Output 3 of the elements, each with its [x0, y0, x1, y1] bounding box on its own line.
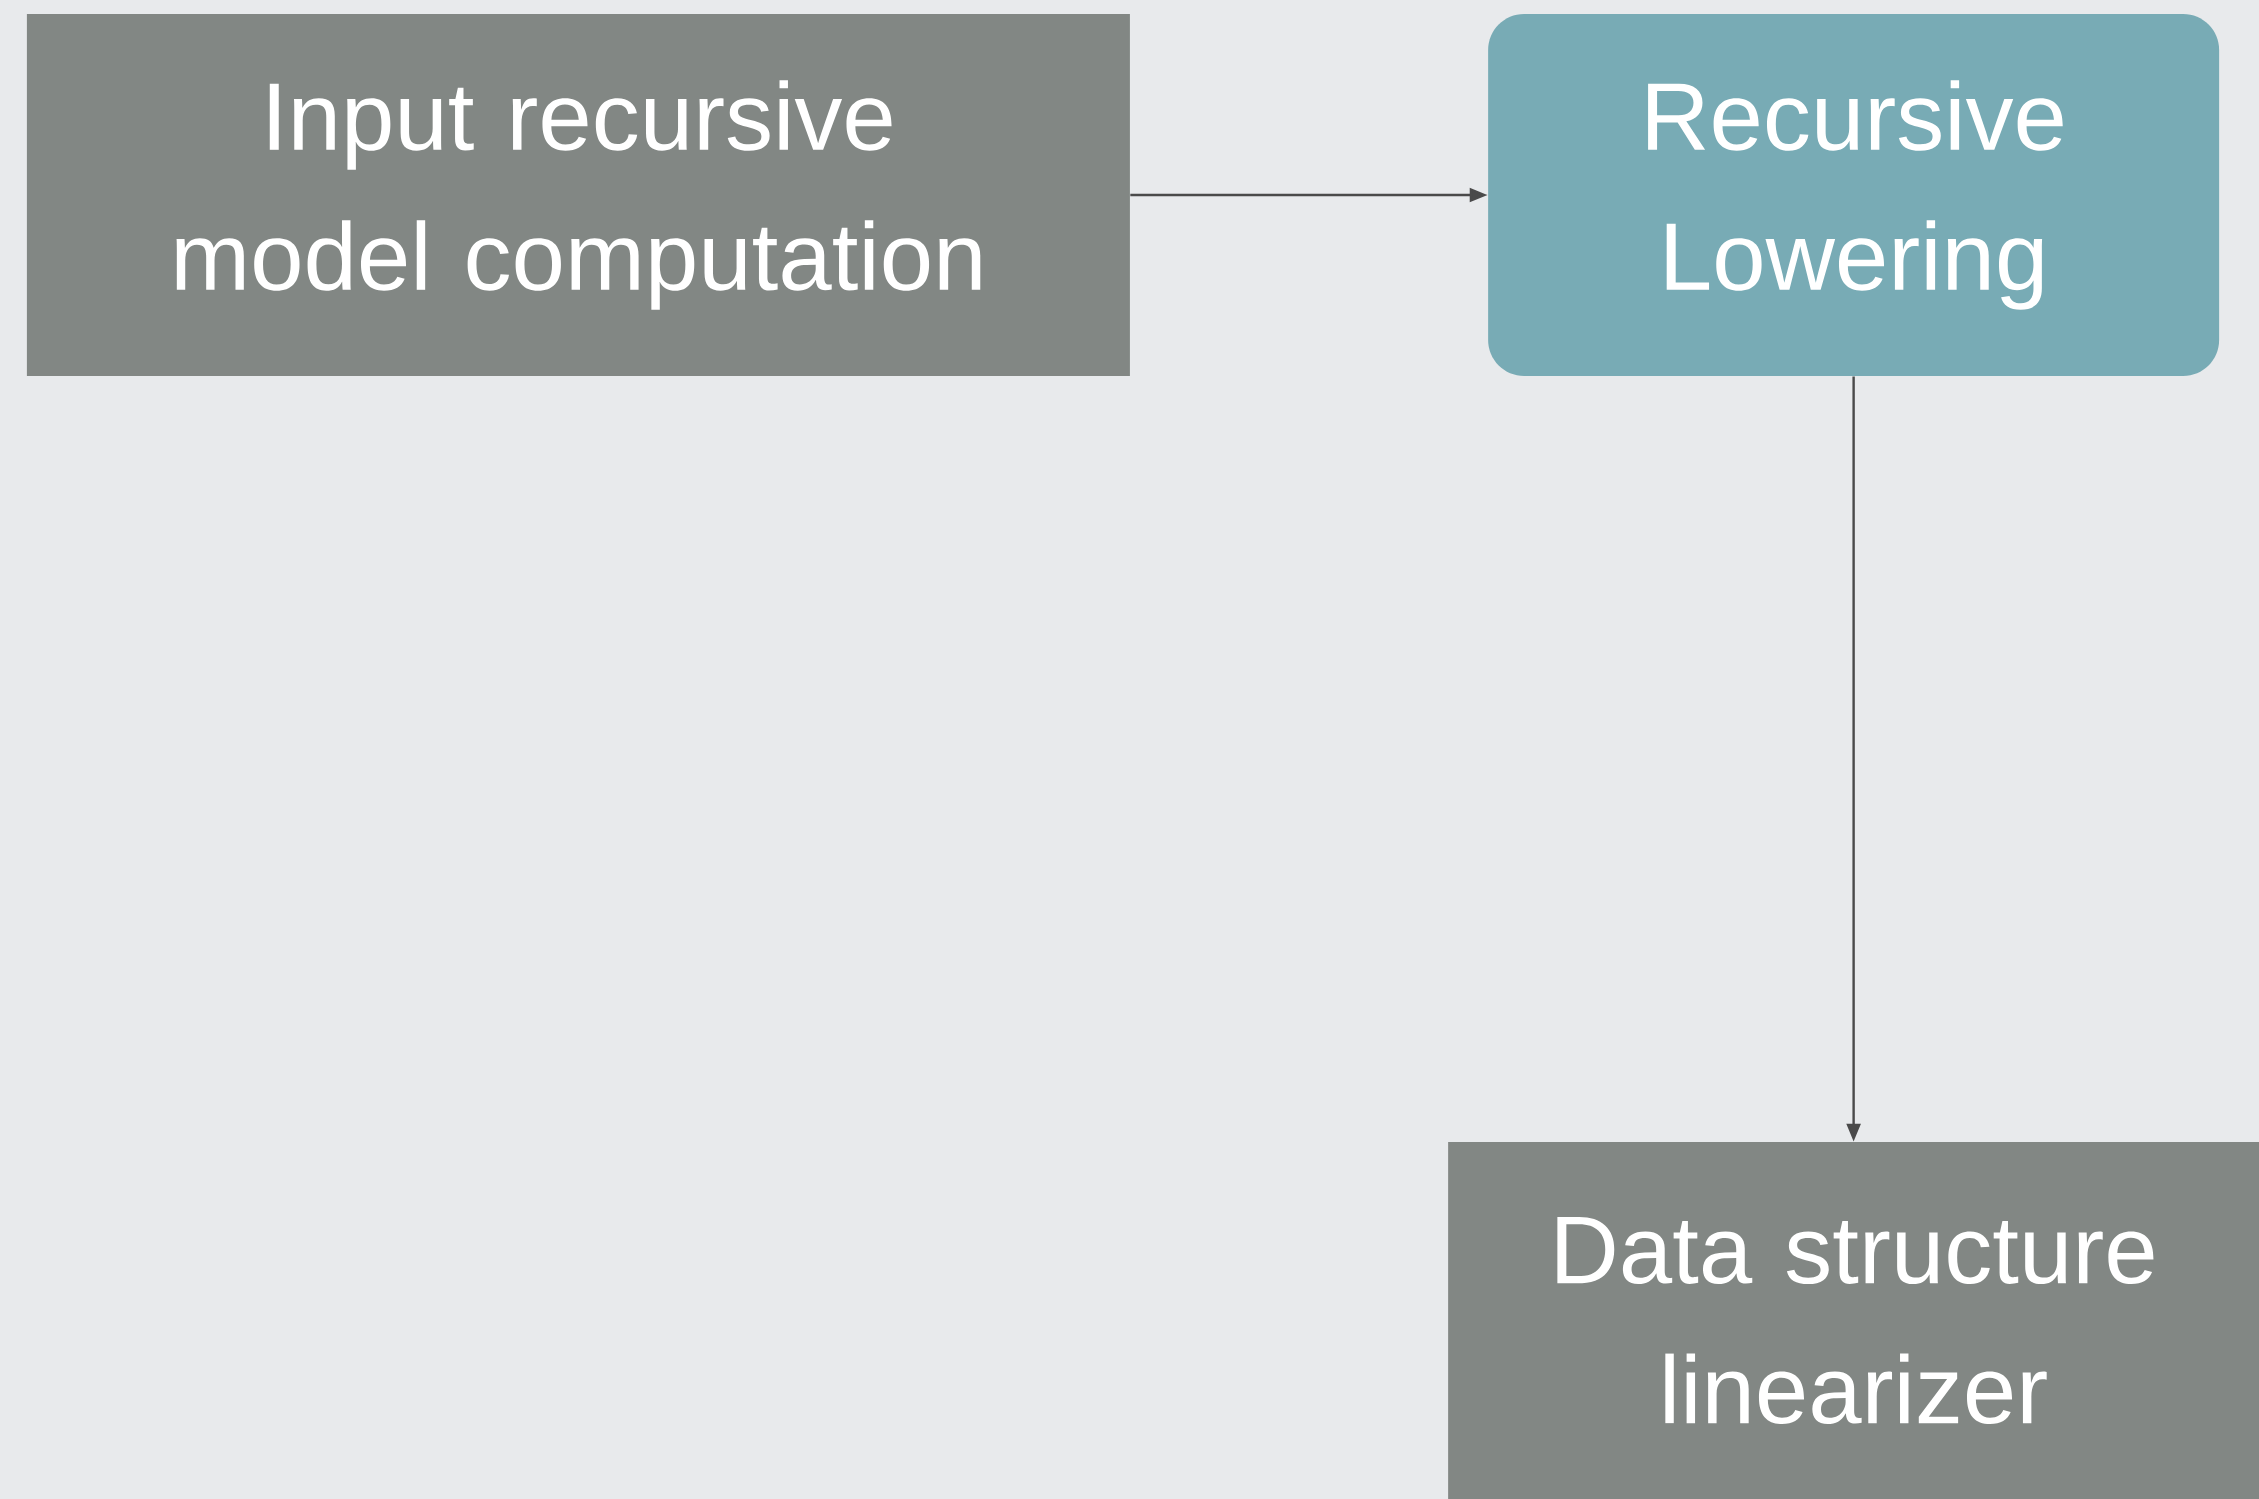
- process-box: Input recursive model computation: [26, 14, 1130, 376]
- process-box: Data structure linearizer: [1448, 1142, 2259, 1499]
- process-box: Recursive Lowering: [1488, 14, 2220, 376]
